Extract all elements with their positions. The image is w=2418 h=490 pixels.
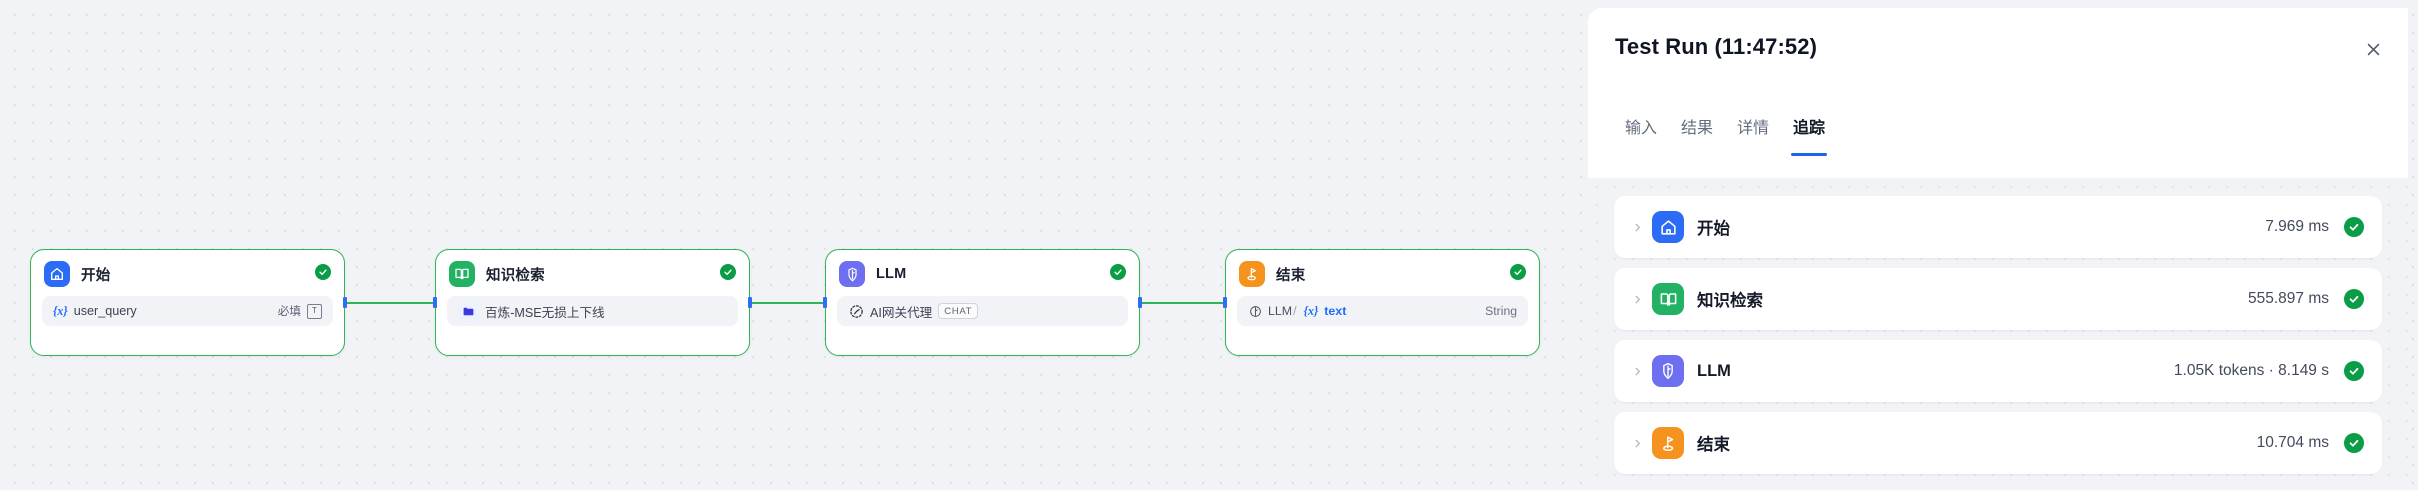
book-icon	[1652, 283, 1684, 315]
status-badge	[1510, 264, 1526, 280]
output-left: LLM/ {x} text	[1248, 304, 1346, 319]
kb-left: 百炼-MSE无损上下线	[458, 300, 605, 322]
flow-node-end[interactable]: 结束 LLM/ {x} text String	[1223, 249, 1540, 356]
llm-icon	[839, 261, 865, 287]
trace-list: 开始 7.969 ms 知识检索 555.897 ms	[1588, 178, 2408, 490]
variable-row[interactable]: {x} user_query 必填 T	[42, 296, 333, 326]
chevron-right-icon[interactable]	[1628, 290, 1646, 308]
node-body: 百炼-MSE无损上下线	[436, 287, 749, 326]
variable-name: user_query	[73, 304, 137, 318]
trace-node-name: LLM	[1697, 361, 1731, 380]
required-label: 必填	[277, 305, 301, 318]
output-row[interactable]: LLM/ {x} text String	[1237, 296, 1528, 326]
flow-node-llm[interactable]: LLM AI网关代理 CHAT	[823, 249, 1142, 356]
status-badge	[2344, 433, 2364, 453]
node-header: LLM	[826, 250, 1139, 287]
model-type-tag: CHAT	[938, 303, 979, 319]
node-body: {x} user_query 必填 T	[31, 287, 344, 326]
trace-duration: 7.969 ms	[2265, 218, 2329, 235]
chevron-right-icon[interactable]	[1628, 362, 1646, 380]
flow-canvas[interactable]	[0, 0, 1588, 490]
trace-duration: 555.897 ms	[2248, 290, 2329, 307]
node-header: 开始	[31, 250, 344, 287]
tab-trace[interactable]: 追踪	[1781, 114, 1837, 156]
status-badge	[2344, 361, 2364, 381]
node-title: 开始	[81, 267, 111, 284]
book-icon	[449, 261, 475, 287]
home-icon	[1652, 211, 1684, 243]
output-port[interactable]	[748, 297, 752, 308]
tab-result[interactable]: 结果	[1681, 120, 1714, 137]
flow-node-knowledge[interactable]: 知识检索 百炼-MSE无损上下线	[433, 249, 752, 356]
flow-node-start[interactable]: 开始 {x} user_query 必填 T	[30, 249, 347, 356]
close-icon[interactable]	[2360, 36, 2386, 62]
chevron-right-icon[interactable]	[1628, 218, 1646, 236]
variable-left: {x} user_query	[53, 304, 137, 319]
node-header: 结束	[1226, 250, 1539, 287]
chevron-right-icon[interactable]	[1628, 434, 1646, 452]
input-port[interactable]	[433, 297, 437, 308]
variable-brace-icon: {x}	[1303, 303, 1319, 318]
trace-row[interactable]: 知识检索 555.897 ms	[1614, 268, 2382, 330]
trace-node-name: 知识检索	[1697, 292, 1763, 310]
home-icon	[44, 261, 70, 287]
status-badge	[2344, 289, 2364, 309]
panel-header: Test Run (11:47:52) 输入 结果 详情 追踪	[1588, 8, 2408, 178]
input-port[interactable]	[823, 297, 827, 308]
trace-duration: 1.05K tokens · 8.149 s	[2173, 362, 2329, 379]
status-badge	[1110, 264, 1126, 280]
node-body: AI网关代理 CHAT	[826, 287, 1139, 326]
output-source: LLM/	[1268, 304, 1297, 318]
model-gateway-icon	[848, 303, 864, 319]
variable-brace-icon: {x}	[53, 303, 68, 318]
text-type-icon: T	[307, 303, 322, 319]
trace-duration: 10.704 ms	[2256, 434, 2329, 451]
output-variable: text	[1324, 304, 1347, 318]
node-title: LLM	[876, 266, 907, 282]
trace-row[interactable]: LLM 1.05K tokens · 8.149 s	[1614, 340, 2382, 402]
edge-knowledge-to-llm	[750, 302, 825, 305]
trace-row[interactable]: 结束 10.704 ms	[1614, 412, 2382, 474]
page-title: Test Run (11:47:52)	[1615, 34, 1817, 59]
output-port[interactable]	[1138, 297, 1142, 308]
llm-icon	[1652, 355, 1684, 387]
knowledge-base-row[interactable]: 百炼-MSE无损上下线	[447, 296, 738, 326]
output-type: String	[1485, 304, 1517, 318]
status-badge	[2344, 217, 2364, 237]
trace-node-name: 开始	[1697, 220, 1730, 238]
status-badge	[315, 264, 331, 280]
status-badge	[720, 264, 736, 280]
output-port[interactable]	[343, 297, 347, 308]
edge-start-to-knowledge	[345, 302, 435, 305]
model-row[interactable]: AI网关代理 CHAT	[837, 296, 1128, 326]
knowledge-base-name: 百炼-MSE无损上下线	[485, 305, 605, 320]
node-title: 结束	[1276, 267, 1306, 284]
panel-tabs: 输入 结果 详情 追踪	[1613, 114, 1837, 156]
trace-row[interactable]: 开始 7.969 ms	[1614, 196, 2382, 258]
folder-icon	[458, 300, 479, 322]
input-port[interactable]	[1223, 297, 1227, 308]
llm-source-icon	[1248, 304, 1262, 318]
edge-llm-to-end	[1140, 302, 1225, 305]
variable-right: 必填 T	[278, 303, 322, 319]
node-body: LLM/ {x} text String	[1226, 287, 1539, 326]
node-header: 知识检索	[436, 250, 749, 287]
node-title: 知识检索	[486, 267, 545, 284]
tab-details[interactable]: 详情	[1737, 120, 1770, 137]
model-name: AI网关代理	[870, 305, 933, 320]
flag-icon	[1239, 261, 1265, 287]
model-left: AI网关代理 CHAT	[848, 302, 979, 321]
flag-icon	[1652, 427, 1684, 459]
test-run-panel: Test Run (11:47:52) 输入 结果 详情 追踪 开始 7.969…	[1588, 8, 2408, 490]
tab-input[interactable]: 输入	[1625, 120, 1658, 137]
trace-node-name: 结束	[1697, 436, 1730, 454]
